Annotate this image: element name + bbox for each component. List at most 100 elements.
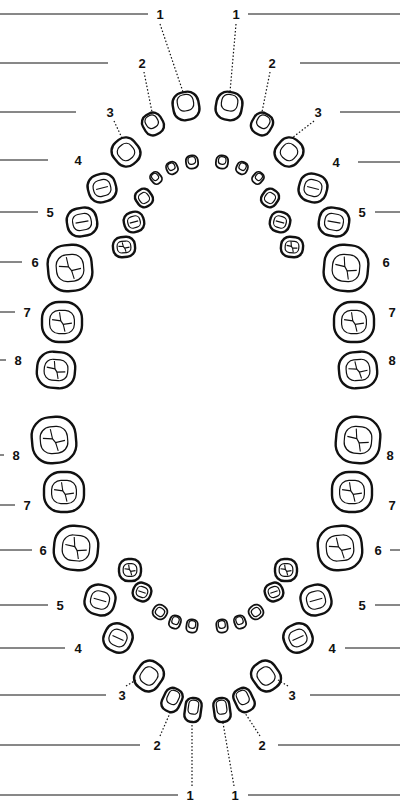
answer-line: [390, 550, 400, 551]
tooth-outline: [82, 582, 119, 619]
fissure: [358, 443, 361, 452]
fissure: [96, 186, 108, 189]
tooth: [65, 206, 99, 239]
tooth-crown: [285, 241, 300, 254]
answer-line: [310, 695, 400, 696]
tooth: [171, 90, 201, 122]
leader-line: [114, 121, 122, 138]
tooth-outline: [338, 350, 379, 389]
answer-line: [0, 63, 108, 64]
leader-line: [126, 680, 136, 686]
tooth-crown: [150, 172, 159, 181]
callout-number: 7: [23, 499, 30, 512]
fissure: [43, 436, 65, 443]
fissure: [359, 372, 361, 379]
tooth: [46, 243, 94, 293]
tooth-outline: [107, 133, 145, 171]
fissure: [46, 367, 65, 373]
answer-line: [0, 505, 15, 506]
fissure: [122, 242, 123, 246]
callout-number: 7: [23, 306, 30, 319]
fissure: [76, 551, 79, 559]
tooth-crown: [92, 178, 113, 198]
callout-number: 8: [14, 354, 21, 367]
tooth: [85, 171, 119, 205]
tooth: [168, 614, 183, 630]
leader-line: [191, 723, 192, 786]
tooth-crown: [287, 627, 310, 649]
fissure: [125, 248, 126, 252]
tooth-outline: [215, 155, 229, 170]
tooth: [296, 171, 330, 205]
fissure: [56, 372, 58, 379]
tooth-crown: [250, 606, 262, 618]
fissure: [50, 429, 52, 439]
tooth: [280, 236, 304, 258]
answer-line: [300, 63, 400, 64]
answer-line: [0, 648, 65, 649]
tooth-outline: [248, 109, 276, 138]
fissure: [346, 271, 349, 280]
tooth-outline: [298, 582, 335, 619]
callout-number: 8: [12, 449, 19, 462]
tooth: [275, 559, 297, 581]
fissure: [343, 257, 345, 267]
callout-number: 4: [74, 154, 81, 167]
fissure: [307, 186, 319, 189]
answer-line: [0, 745, 140, 746]
callout-number: 2: [153, 739, 160, 752]
tooth-outline: [233, 614, 248, 630]
tooth-crown: [107, 627, 130, 649]
tooth-crown: [235, 616, 244, 625]
tooth-crown: [331, 254, 361, 283]
tooth: [139, 109, 167, 138]
tooth-crown: [273, 215, 288, 229]
tooth-outline: [99, 619, 136, 656]
leader-line: [262, 72, 270, 112]
tooth: [132, 186, 155, 210]
tooth-crown: [143, 113, 160, 130]
tooth-outline: [334, 302, 374, 342]
tooth: [298, 582, 335, 619]
answer-line: [375, 212, 400, 213]
answer-line: [345, 648, 400, 649]
fissure: [355, 429, 357, 439]
tooth-outline: [250, 170, 265, 186]
tooth-outline: [216, 619, 229, 633]
tooth-crown: [115, 141, 138, 164]
tooth-outline: [234, 160, 249, 176]
tooth-crown: [137, 191, 151, 205]
fissure: [128, 565, 130, 570]
tooth-crown: [176, 93, 195, 112]
callout-number: 5: [56, 599, 63, 612]
fissure: [118, 245, 129, 248]
tooth-outline: [122, 210, 146, 234]
tooth-crown: [154, 606, 166, 618]
fissure: [329, 545, 351, 552]
tooth: [234, 160, 249, 176]
tooth: [112, 236, 136, 258]
callout-number: 6: [374, 544, 381, 557]
tooth-crown: [255, 113, 272, 130]
tooth-outline: [52, 524, 100, 572]
fissure: [310, 598, 323, 601]
leader-line: [292, 121, 314, 138]
tooth-crown: [167, 162, 176, 171]
callout-number: 1: [231, 789, 238, 802]
fissure: [276, 221, 284, 223]
fissure: [350, 482, 351, 491]
tooth-outline: [46, 243, 94, 293]
tooth-crown: [89, 589, 111, 611]
tooth-outline: [185, 155, 199, 170]
fissure: [56, 442, 59, 451]
tooth: [30, 415, 78, 465]
tooth-outline: [246, 602, 265, 621]
tooth-crown: [303, 178, 324, 198]
fissure: [292, 635, 303, 640]
tooth-outline: [231, 685, 257, 714]
tooth-outline: [30, 415, 78, 465]
tooth-crown: [342, 310, 367, 333]
callout-number: 1: [232, 8, 239, 21]
tooth: [270, 133, 308, 171]
tooth-outline: [296, 171, 330, 205]
